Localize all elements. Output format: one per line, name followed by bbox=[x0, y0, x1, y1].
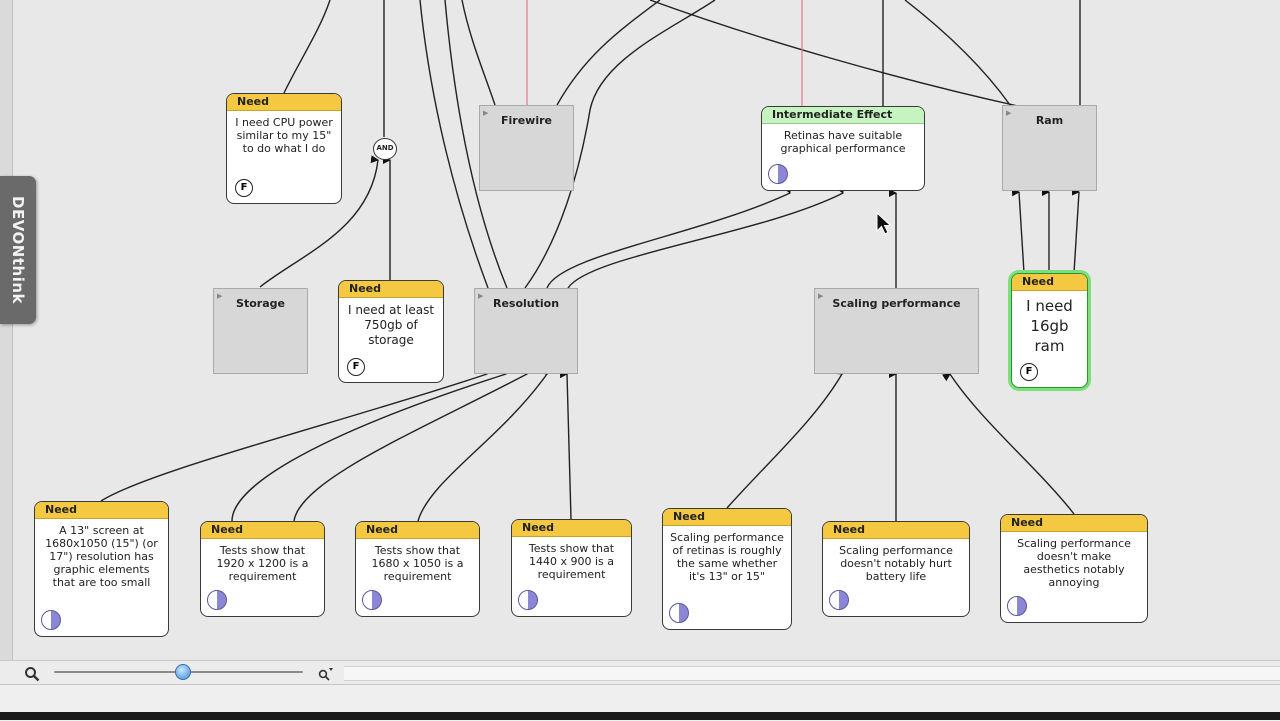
left-margin bbox=[0, 0, 13, 660]
wire bbox=[904, 0, 1011, 106]
wire bbox=[546, 184, 791, 289]
f-badge-icon: F bbox=[347, 358, 365, 376]
node-type-label: Need bbox=[201, 522, 324, 539]
node-test-1680-need[interactable]: Need Tests show that 1680 x 1050 is a re… bbox=[355, 521, 480, 617]
group-title: Resolution bbox=[492, 297, 560, 310]
disclosure-triangle-icon[interactable]: ▶ bbox=[217, 292, 223, 300]
half-circle-icon bbox=[1007, 596, 1027, 616]
group-scaling-performance[interactable]: ▶ Scaling performance bbox=[814, 288, 979, 374]
node-screen-13-need[interactable]: Need A 13" screen at 1680x1050 (15") (or… bbox=[34, 501, 169, 637]
group-ram[interactable]: ▶ Ram bbox=[1002, 105, 1097, 191]
screen-bottom-edge bbox=[0, 712, 1280, 720]
group-title: Firewire bbox=[501, 114, 552, 127]
half-circle-icon bbox=[669, 603, 689, 623]
f-badge-icon: F bbox=[1020, 363, 1038, 381]
disclosure-triangle-icon[interactable]: ▶ bbox=[478, 292, 484, 300]
wire bbox=[417, 366, 548, 522]
node-text: A 13" screen at 1680x1050 (15") (or 17")… bbox=[45, 524, 158, 589]
half-circle-icon bbox=[518, 590, 538, 610]
node-text: Tests show that 1920 x 1200 is a require… bbox=[216, 544, 309, 583]
horizontal-scrollbar[interactable] bbox=[344, 666, 1280, 681]
node-scaling-aesthetics-need[interactable]: Need Scaling performance doesn't make ae… bbox=[1000, 514, 1148, 623]
wire bbox=[444, 0, 508, 289]
half-circle-icon bbox=[41, 610, 61, 630]
wire bbox=[726, 367, 843, 509]
wire bbox=[559, 370, 572, 520]
mouse-cursor-icon bbox=[876, 212, 892, 235]
half-circle-icon bbox=[207, 590, 227, 610]
node-text: I need at least 750gb of storage bbox=[347, 303, 435, 347]
node-type-label: Need bbox=[823, 522, 969, 539]
node-text: Tests show that 1440 x 900 is a requirem… bbox=[528, 542, 615, 581]
disclosure-triangle-icon[interactable]: ▶ bbox=[483, 109, 489, 117]
group-title: Storage bbox=[236, 297, 285, 310]
disclosure-triangle-icon[interactable]: ▶ bbox=[1006, 109, 1012, 117]
and-gate[interactable]: AND bbox=[373, 138, 397, 160]
group-resolution[interactable]: ▶ Resolution bbox=[474, 288, 578, 374]
wire bbox=[524, 0, 716, 289]
zoom-slider-knob[interactable] bbox=[175, 664, 192, 680]
node-type-label: Need bbox=[227, 94, 341, 111]
node-type-label: Need bbox=[339, 281, 443, 298]
wire bbox=[1011, 188, 1025, 274]
wire bbox=[556, 0, 661, 106]
wire bbox=[461, 0, 496, 106]
half-circle-icon bbox=[829, 590, 849, 610]
node-type-label: Need bbox=[1012, 274, 1087, 291]
node-cpu-need[interactable]: Need I need CPU power similar to my 15" … bbox=[226, 93, 342, 204]
zoom-toolbar bbox=[0, 660, 1280, 685]
node-test-1920-need[interactable]: Need Tests show that 1920 x 1200 is a re… bbox=[200, 521, 325, 617]
connection-layer bbox=[100, 0, 1081, 522]
wire bbox=[1071, 187, 1080, 274]
disclosure-triangle-icon[interactable]: ▶ bbox=[818, 292, 824, 300]
zoom-out-magnifier-icon[interactable] bbox=[24, 666, 40, 682]
wire bbox=[259, 155, 379, 288]
sidebar-tab-label: DEVONthink bbox=[9, 196, 27, 304]
node-text: Retinas have suitable graphical performa… bbox=[780, 129, 906, 155]
half-circle-icon bbox=[768, 164, 788, 184]
wire bbox=[231, 366, 508, 522]
f-badge-icon: F bbox=[235, 179, 253, 197]
node-text: Tests show that 1680 x 1050 is a require… bbox=[371, 544, 464, 583]
half-circle-icon bbox=[362, 590, 382, 610]
node-text: I need CPU power similar to my 15" to do… bbox=[235, 116, 333, 155]
node-scaling-battery-need[interactable]: Need Scaling performance doesn't notably… bbox=[822, 521, 970, 617]
node-type-label: Intermediate Effect bbox=[762, 107, 924, 124]
group-title: Scaling performance bbox=[832, 297, 961, 310]
wire bbox=[100, 366, 489, 502]
group-title: Ram bbox=[1035, 114, 1064, 127]
node-ram-need[interactable]: Need I need 16gb ram F bbox=[1011, 273, 1088, 388]
node-type-label: Need bbox=[356, 522, 479, 539]
zoom-in-magnifier-icon[interactable] bbox=[318, 667, 334, 681]
devonthink-sidebar-tab[interactable]: DEVONthink bbox=[0, 176, 36, 324]
wire bbox=[419, 0, 489, 289]
wire bbox=[941, 373, 1075, 515]
node-text: I need 16gb ram bbox=[1026, 297, 1073, 355]
group-firewire[interactable]: ▶ Firewire bbox=[479, 105, 574, 191]
group-storage[interactable]: ▶ Storage bbox=[213, 288, 308, 374]
node-scaling-same-need[interactable]: Need Scaling performance of retinas is r… bbox=[662, 508, 792, 630]
node-type-label: Need bbox=[35, 502, 168, 519]
node-text: Scaling performance doesn't make aesthet… bbox=[1017, 537, 1131, 589]
node-type-label: Need bbox=[663, 509, 791, 526]
wire bbox=[293, 365, 528, 522]
wire bbox=[567, 184, 844, 289]
node-type-label: Need bbox=[1001, 515, 1147, 532]
wire bbox=[649, 0, 1019, 107]
node-test-1440-need[interactable]: Need Tests show that 1440 x 900 is a req… bbox=[511, 519, 632, 617]
node-intermediate-effect[interactable]: Intermediate Effect Retinas have suitabl… bbox=[761, 106, 925, 191]
wire bbox=[283, 0, 331, 94]
node-storage-need[interactable]: Need I need at least 750gb of storage F bbox=[338, 280, 444, 383]
node-type-label: Need bbox=[512, 520, 631, 537]
node-text: Scaling performance doesn't notably hurt… bbox=[839, 544, 953, 583]
node-text: Scaling performance of retinas is roughl… bbox=[670, 531, 784, 583]
